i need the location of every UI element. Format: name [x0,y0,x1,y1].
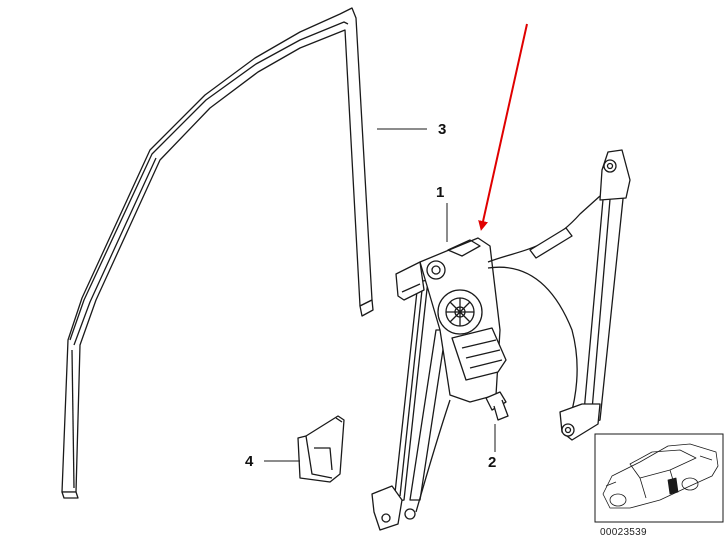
window-regulator [372,150,630,530]
callout-1: 1 [436,184,445,201]
window-channel-seal [62,8,373,498]
car-outline-icon [602,443,719,509]
leader-lines [264,128,496,462]
vehicle-location-inset [594,433,724,523]
callout-3: 3 [438,121,447,138]
red-pointer-arrow [478,23,528,231]
clip-bracket [298,416,344,482]
callout-4: 4 [245,453,254,470]
reference-number: 00023539 [600,527,647,538]
bolt [486,392,508,420]
callout-2: 2 [488,454,497,471]
